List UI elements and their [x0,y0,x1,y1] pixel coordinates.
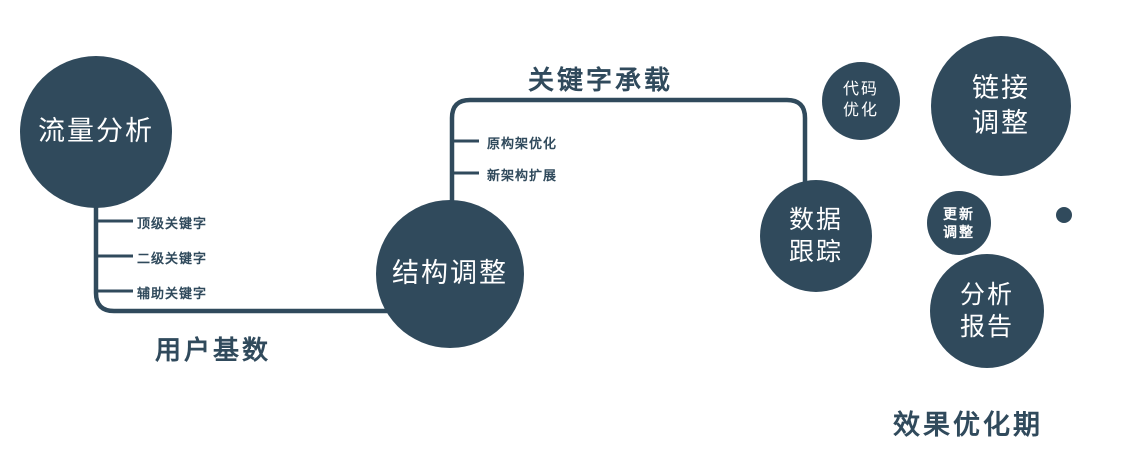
node-structure-adjust: 结构调整 [376,200,524,348]
connector-traffic-to-structure [93,198,398,314]
node-link-adjust: 链接 调整 [931,36,1071,176]
branch-label-second-keywords: 二级关键字 [137,251,208,266]
node-structure-adjust-label: 结构调整 [392,258,508,289]
node-data-tracking: 数据 跟踪 [760,180,872,292]
branch-label-orig-arch: 原构架优化 [487,136,558,151]
node-analysis-report-label: 分析 报告 [959,280,1014,342]
dot-marker [1056,207,1072,223]
branch-label-top-keywords: 顶级关键字 [137,216,208,231]
node-link-adjust-label: 链接 调整 [972,72,1030,138]
node-analysis-report: 分析 报告 [930,254,1044,368]
edge-label-keyword-carry: 关键字承载 [528,65,674,95]
branch-label-new-arch: 新架构扩展 [487,168,558,183]
node-traffic-analysis: 流量分析 [20,56,172,208]
node-code-optimize: 代码 优化 [822,62,900,140]
footer-phase-label: 效果优化期 [893,410,1043,440]
node-update-adjust-label: 更新 调整 [943,205,975,240]
node-data-tracking-label: 数据 跟踪 [788,205,843,267]
node-code-optimize-label: 代码 优化 [842,81,879,119]
node-update-adjust: 更新 调整 [927,191,991,255]
node-traffic-analysis-label: 流量分析 [38,116,154,147]
branch-label-aux-keywords: 辅助关键字 [137,286,208,301]
edge-label-user-base: 用户基数 [155,335,272,365]
connector-structure-to-data [449,97,808,208]
